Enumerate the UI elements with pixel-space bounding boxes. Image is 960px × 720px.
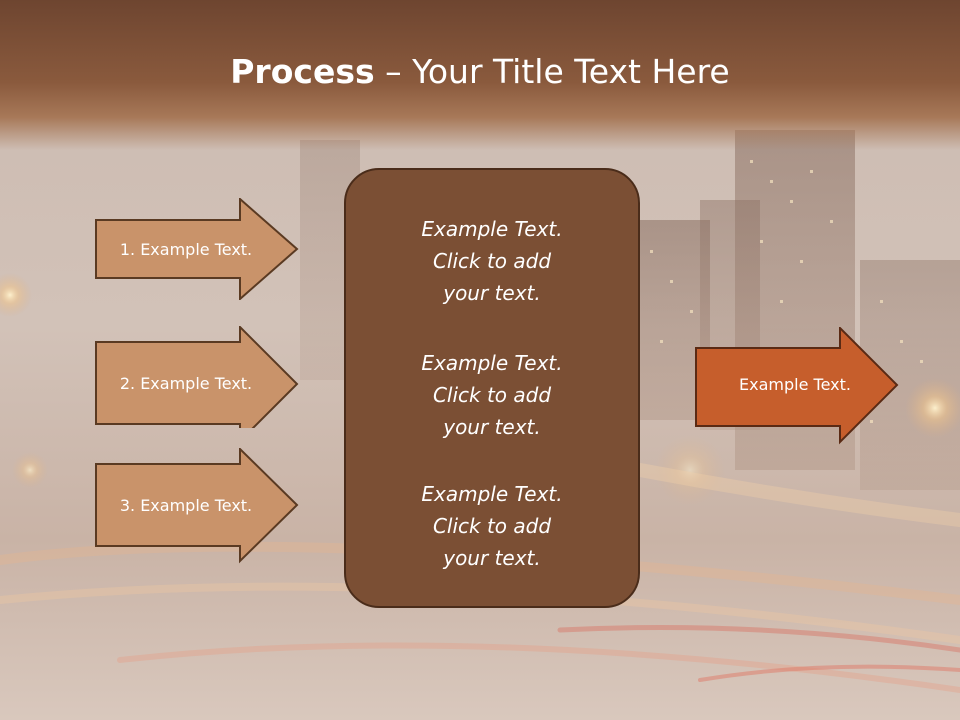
step-arrow-3-label: 3. Example Text. — [119, 495, 253, 515]
center-paragraph-3-line-1: Example Text. — [421, 482, 563, 506]
center-paragraph-1: Example Text. Click to add your text. — [344, 213, 640, 309]
output-arrow[interactable]: Example Text. — [695, 327, 899, 445]
center-text-box[interactable]: Example Text. Click to add your text. Ex… — [344, 168, 640, 608]
center-paragraph-1-line-2: Click to add — [432, 249, 552, 273]
center-paragraph-3: Example Text. Click to add your text. — [344, 478, 640, 574]
title-separator: – — [374, 52, 413, 91]
center-paragraph-1-line-3: your text. — [443, 281, 541, 305]
center-paragraph-3-line-2: Click to add — [432, 514, 552, 538]
center-paragraph-2-line-2: Click to add — [432, 383, 552, 407]
center-paragraph-2: Example Text. Click to add your text. — [344, 347, 640, 443]
step-arrow-1[interactable]: 1. Example Text. — [95, 198, 299, 300]
step-arrow-1-label: 1. Example Text. — [119, 239, 253, 259]
output-arrow-label: Example Text. — [739, 374, 851, 394]
title-bold: Process — [230, 52, 375, 91]
title-band — [0, 0, 960, 150]
title-rest: Your Title Text Here — [412, 52, 730, 91]
center-paragraph-2-line-3: your text. — [443, 415, 541, 439]
step-arrow-2[interactable]: 2. Example Text. — [95, 326, 299, 428]
slide-title: Process – Your Title Text Here — [0, 52, 960, 91]
step-arrow-2-label: 2. Example Text. — [119, 373, 253, 393]
center-paragraph-3-line-3: your text. — [443, 546, 541, 570]
center-paragraph-2-line-1: Example Text. — [421, 351, 563, 375]
step-arrow-3[interactable]: 3. Example Text. — [95, 448, 299, 564]
center-paragraph-1-line-1: Example Text. — [421, 217, 563, 241]
